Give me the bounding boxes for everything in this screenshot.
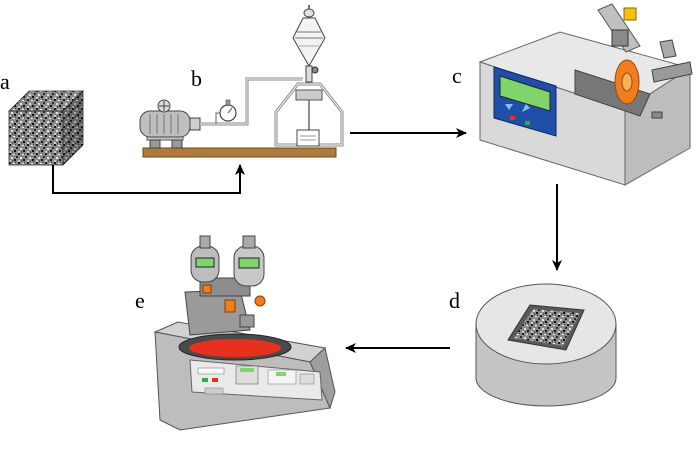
arrow-a-to-b: [52, 164, 245, 194]
grinding-polishing-machine-icon: [153, 235, 336, 431]
label-c: c: [452, 63, 462, 88]
mounted-specimen-cup-icon: [475, 283, 617, 407]
label-a: a: [0, 69, 10, 94]
label-d: d: [449, 288, 460, 313]
vacuum-impregnation-apparatus-icon: [139, 5, 344, 158]
flow-arrows: [52, 128, 562, 353]
precision-cutting-machine-icon: [478, 3, 693, 186]
specimen-cube-icon: [8, 90, 84, 166]
label-e: e: [135, 288, 145, 313]
label-b: b: [191, 66, 202, 91]
